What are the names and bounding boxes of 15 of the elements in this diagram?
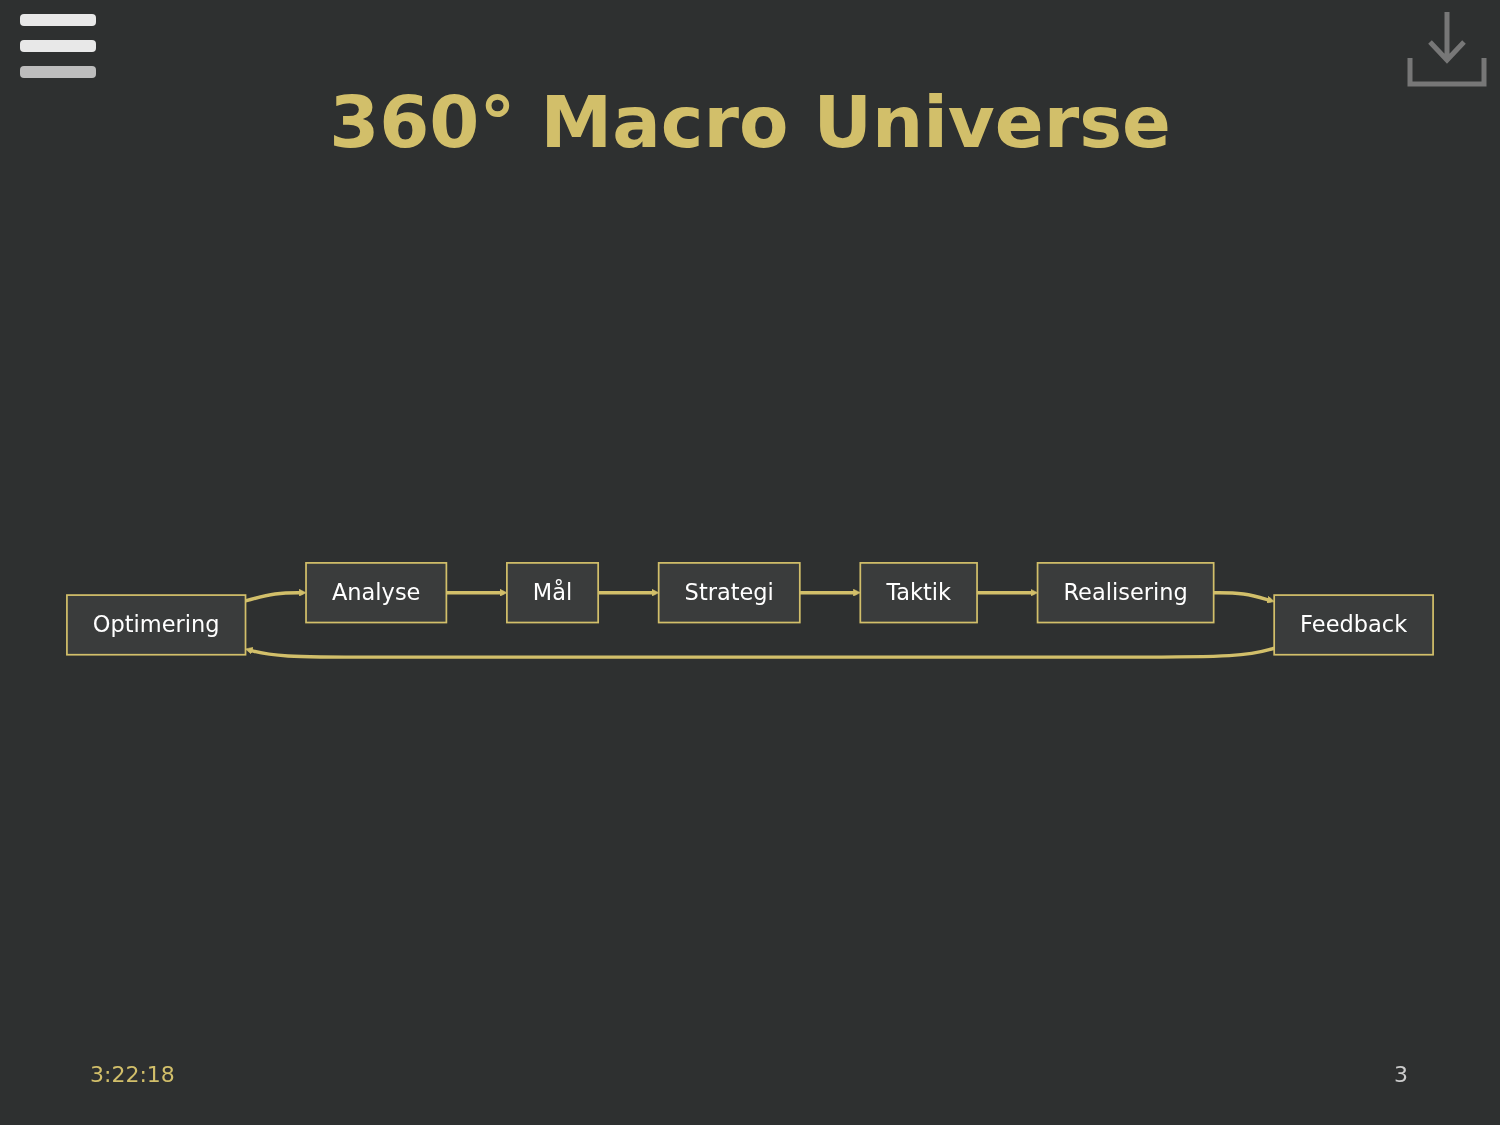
node-box: Mål [506,562,600,624]
arrow [1213,591,1275,604]
node-box: Optimering [66,594,247,656]
node-box: Taktik [859,562,978,624]
arrow [799,588,861,597]
node-box: Analyse [305,562,448,624]
node-box: Realisering [1036,562,1215,624]
node-box: Feedback [1273,594,1434,656]
node-box: Strategi [657,562,801,624]
timestamp-label: 3:22:18 [90,1062,175,1087]
arrow [977,588,1038,597]
page-number: 3 [1394,1062,1408,1087]
title: 360° Macro Universe [329,80,1171,164]
arrow [245,588,307,603]
arrow [245,646,1275,659]
